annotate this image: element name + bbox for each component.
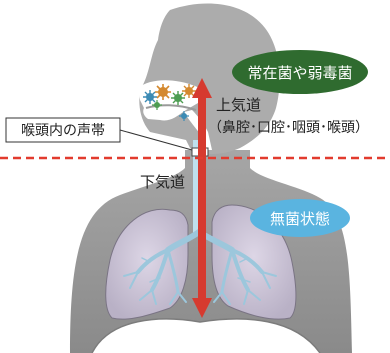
upper-airway-label: 上気道 xyxy=(216,96,261,114)
vocal-cords-callout: 喉頭内の声帯 xyxy=(6,118,120,142)
vocal-cords-label: 喉頭内の声帯 xyxy=(21,123,105,139)
resident-bacteria-badge: 常在菌や弱毒菌 xyxy=(232,50,368,94)
sterile-badge: 無菌状態 xyxy=(250,199,350,237)
resident-bacteria-label: 常在菌や弱毒菌 xyxy=(247,64,352,82)
sterile-label: 無菌状態 xyxy=(270,210,330,228)
upper-airway-detail: （鼻腔･口腔･咽頭･喉頭） xyxy=(208,119,369,136)
lower-airway-label: 下気道 xyxy=(140,173,185,191)
